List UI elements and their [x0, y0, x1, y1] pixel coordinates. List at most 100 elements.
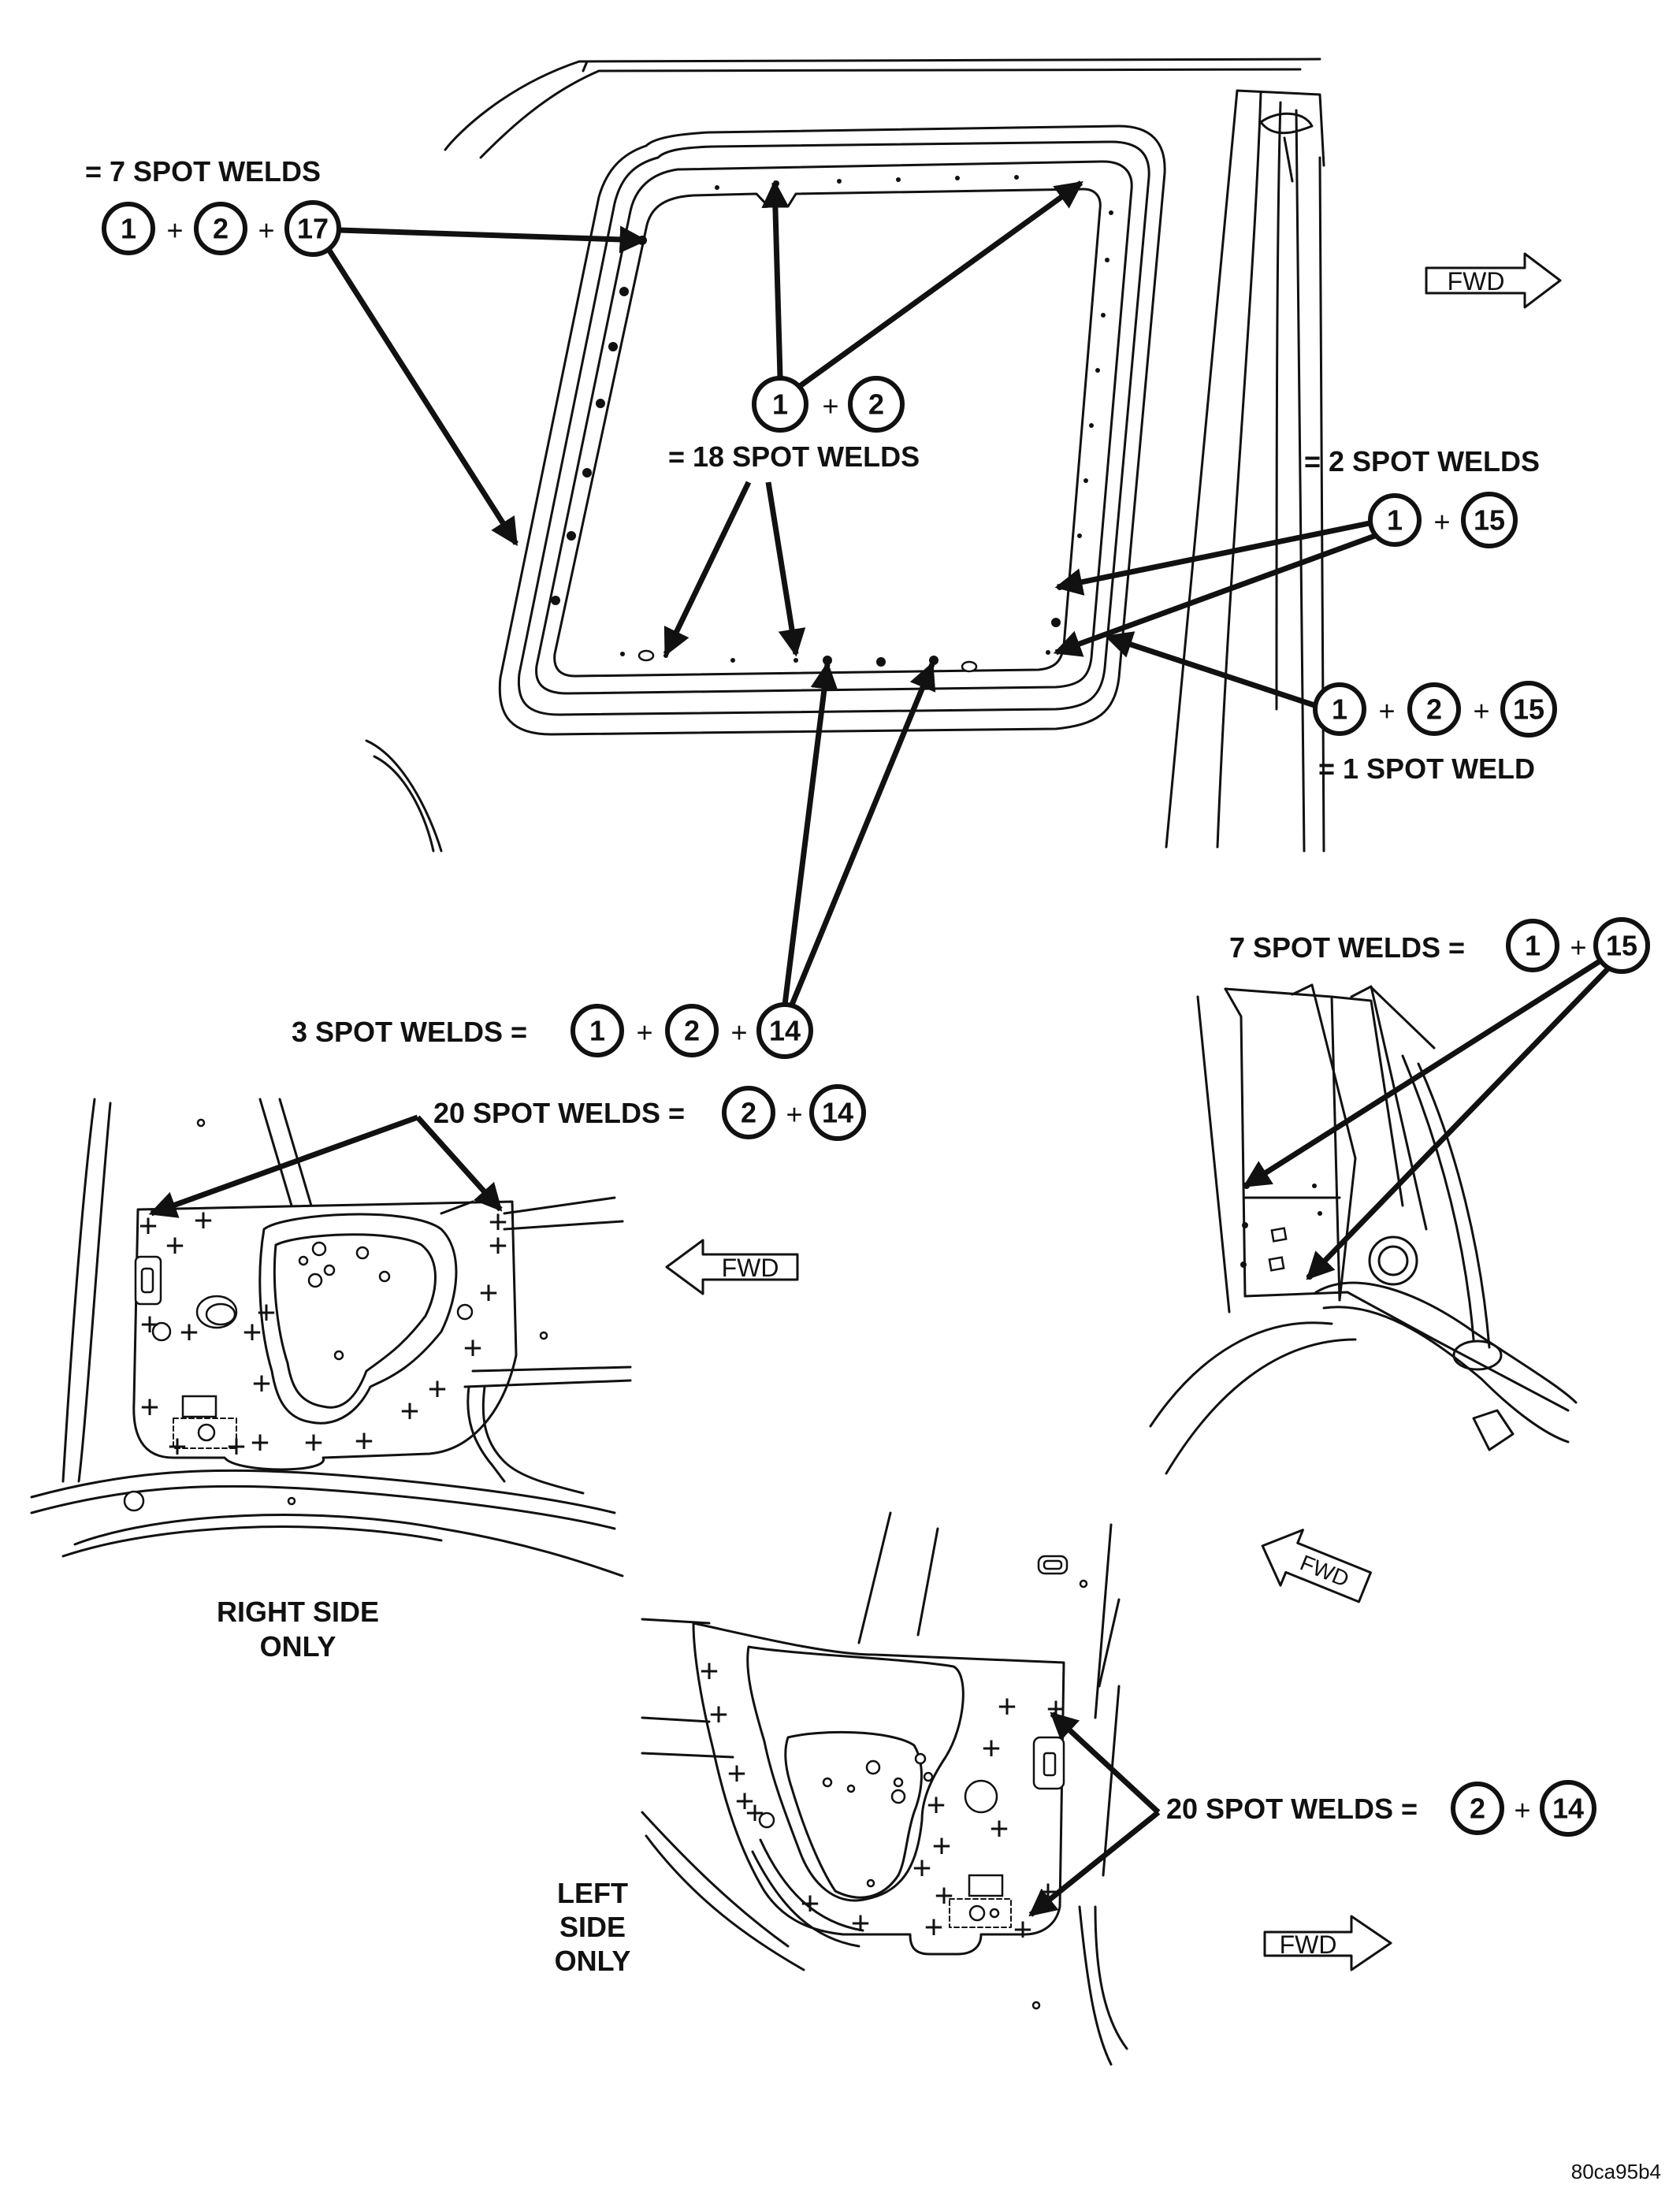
callout-right-side-label: 20 SPOT WELDS =: [433, 1097, 685, 1129]
fwd-label: FWD: [1280, 1930, 1337, 1959]
part-number: 2: [684, 1015, 700, 1047]
fwd-label: FWD: [1448, 267, 1505, 295]
svg-text:+: +: [1378, 695, 1395, 727]
callout-top-left: = 7 SPOT WELDS 1 + 2 + 17: [85, 155, 648, 546]
fwd-arrow-left: FWD: [665, 1239, 799, 1295]
svg-text:+: +: [165, 1227, 185, 1264]
part-number: 15: [1513, 693, 1544, 726]
svg-text:+: +: [982, 1730, 1002, 1767]
svg-text:+: +: [727, 1755, 747, 1792]
svg-text:+: +: [140, 1306, 160, 1343]
callout-lower-mid-label: 3 SPOT WELDS =: [292, 1016, 527, 1048]
svg-text:+: +: [801, 1885, 820, 1922]
left-side-panel-view: 20 SPOT WELDS = 2 + 14: [555, 1511, 1596, 2066]
part-number: 15: [1606, 930, 1637, 962]
svg-text:+: +: [932, 1827, 952, 1864]
callout-right-a: = 2 SPOT WELDS 1 + 15: [1053, 445, 1540, 657]
part-number: 14: [822, 1097, 853, 1129]
part-number: 14: [1552, 1793, 1584, 1825]
svg-text:+: +: [304, 1424, 324, 1461]
svg-text:+: +: [355, 1422, 374, 1459]
svg-text:+: +: [786, 1098, 802, 1131]
part-number: 1: [121, 213, 136, 245]
part-number: 14: [769, 1015, 801, 1047]
svg-text:+: +: [700, 1652, 719, 1689]
callout-center: 1 + 2 = 18 SPOT WELDS: [663, 180, 1083, 657]
svg-text:+: +: [1013, 1911, 1033, 1948]
part-number: 1: [772, 388, 788, 421]
right-side-label-line1: RIGHT SIDE: [217, 1596, 379, 1628]
svg-text:+: +: [927, 1786, 946, 1823]
part-number: 2: [1470, 1793, 1485, 1825]
left-side-label-line2: SIDE: [559, 1911, 626, 1943]
svg-text:+: +: [258, 214, 274, 247]
part-number: 17: [297, 213, 329, 245]
part-number: 1: [589, 1015, 605, 1047]
part-number: 1: [1387, 504, 1403, 537]
svg-text:+: +: [1570, 931, 1586, 964]
svg-text:+: +: [463, 1329, 483, 1366]
svg-text:+: +: [140, 1388, 160, 1425]
part-number: 2: [213, 213, 229, 245]
svg-text:+: +: [428, 1370, 448, 1407]
figure-id: 80ca95b4: [1571, 2160, 1661, 2183]
left-side-label-line1: LEFT: [557, 1877, 628, 1909]
pillar-view: 7 SPOT WELDS = 1 + 15: [1149, 917, 1650, 1603]
svg-text:+: +: [912, 1849, 932, 1886]
svg-text:+: +: [709, 1696, 729, 1733]
svg-text:+: +: [243, 1314, 262, 1351]
svg-text:+: +: [251, 1424, 270, 1461]
fwd-arrow-top: FWD: [1425, 252, 1562, 309]
svg-text:+: +: [990, 1810, 1009, 1847]
callout-lower-mid: 3 SPOT WELDS = 1 + 2 + 14: [292, 661, 936, 1059]
svg-text:+: +: [1039, 1873, 1058, 1910]
callout-center-label: = 18 SPOT WELDS: [668, 440, 920, 473]
weld-marks: + + + + + + + + + + + + + + + + + +: [700, 1652, 1066, 1948]
svg-text:+: +: [1514, 1794, 1530, 1826]
left-side-label-line3: ONLY: [555, 1945, 631, 1977]
svg-text:+: +: [730, 1016, 747, 1049]
fwd-arrow-bottom: FWD: [1263, 1915, 1392, 1971]
weld-marks: + + + + + + + + + + + + + + + + + + + +: [139, 1202, 508, 1465]
svg-text:+: +: [227, 1428, 247, 1465]
svg-text:+: +: [636, 1016, 652, 1049]
svg-text:+: +: [479, 1274, 499, 1311]
svg-text:+: +: [400, 1392, 420, 1429]
svg-text:+: +: [194, 1202, 214, 1239]
svg-text:+: +: [166, 214, 183, 247]
svg-text:+: +: [745, 1794, 765, 1831]
callout-top-left-label: = 7 SPOT WELDS: [85, 155, 321, 188]
part-number: 2: [1426, 693, 1442, 726]
callout-left-side-label: 20 SPOT WELDS =: [1166, 1793, 1418, 1825]
svg-text:+: +: [168, 1428, 188, 1465]
svg-text:+: +: [998, 1688, 1017, 1725]
svg-text:+: +: [935, 1877, 954, 1914]
quarter-window-view: [365, 58, 1325, 853]
part-number: 2: [741, 1097, 756, 1129]
part-number: 1: [1332, 693, 1347, 726]
part-number: 2: [868, 388, 884, 421]
callout-right-b: 1 + 2 + 15 = 1 SPOT WELD: [1104, 631, 1557, 785]
svg-text:+: +: [252, 1365, 272, 1402]
part-number: 1: [1525, 930, 1541, 962]
svg-text:+: +: [489, 1203, 508, 1240]
svg-text:+: +: [139, 1207, 158, 1244]
callout-right-a-label: = 2 SPOT WELDS: [1304, 445, 1540, 477]
svg-text:+: +: [1473, 695, 1489, 727]
svg-text:+: +: [822, 390, 838, 422]
window-weld-dots: [551, 175, 1113, 673]
right-side-label-line2: ONLY: [260, 1630, 336, 1663]
svg-text:+: +: [1046, 1690, 1066, 1727]
fwd-label: FWD: [1297, 1550, 1353, 1592]
svg-text:+: +: [489, 1227, 508, 1264]
svg-text:+: +: [924, 1908, 944, 1945]
part-number: 15: [1474, 504, 1505, 537]
svg-text:+: +: [735, 1782, 755, 1819]
svg-text:+: +: [257, 1294, 277, 1331]
callout-right-b-label: = 1 SPOT WELD: [1318, 752, 1535, 785]
fwd-label: FWD: [722, 1254, 779, 1282]
right-side-panel-view: 20 SPOT WELDS = 2 + 14: [30, 1084, 866, 1663]
svg-text:+: +: [1433, 506, 1450, 538]
svg-text:+: +: [851, 1904, 871, 1941]
